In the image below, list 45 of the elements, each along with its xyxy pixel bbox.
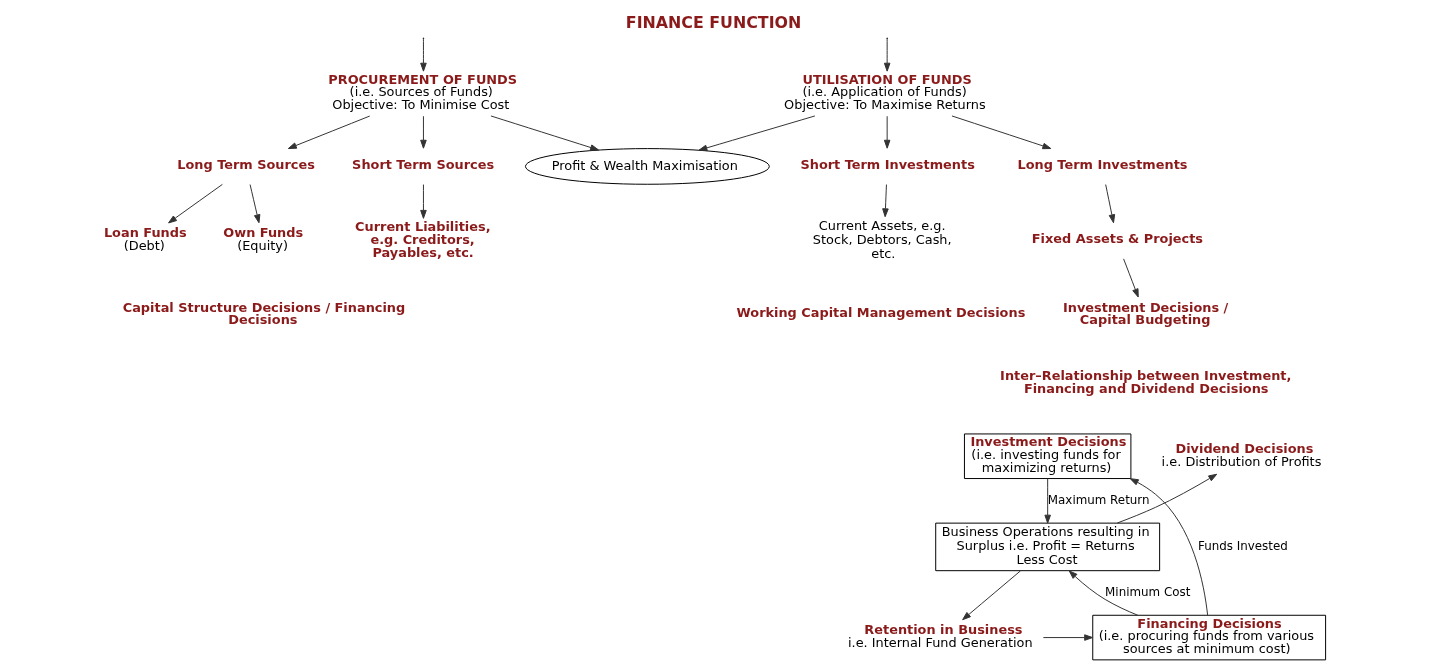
arrow [1043,478,1051,524]
node-box: Financing Decisions (i.e. procuring funds from various sources at minimum cost) [1091,614,1326,661]
node-text: Current Assets, e.g. Stock, Debtors, Cash, etc. [812,218,952,261]
arrow [1129,478,1208,616]
node-text: Dividend Decisions i.e. Distribution of Profits [1161,440,1321,469]
node-text: Fixed Assets & Projects [1031,231,1203,247]
node-text: Short Term Investments [799,156,975,172]
node-text: UTILISATION OF FUNDS (i.e. Application of Funds) Objective: To Maximise Returns [783,71,986,113]
arrow [1042,634,1093,641]
edge-label: Minimum Cost [1104,585,1190,600]
node-text: Loan Funds (Debt) [103,225,187,254]
node-box: Business Operations resulting in Surplus i.e. Profit = Returns Less Cost [934,522,1160,572]
arrow [1116,473,1217,524]
arrow [950,115,1051,150]
arrow [489,115,599,151]
arrow [881,184,889,218]
edge-label: Maximum Return [1047,492,1150,507]
arrow [167,183,223,224]
node-text: Long Term Investments [1016,156,1187,172]
label: Inter–Relationship between Investment, Financing and Dividend Decisions [999,367,1291,396]
node-text: Retention in Business i.e. Internal Fund Generation [847,622,1033,650]
label: Capital Structure Decisions / Financing Decisions [122,299,405,328]
node-text: Long Term Sources [176,156,315,172]
node-text: Investment Decisions / Capital Budgeting [1062,299,1228,328]
node-text: PROCUREMENT OF FUNDS (i.e. Sources of Funds) Objective: To Minimise Cost [327,71,517,113]
node-text: Short Term Sources [351,156,494,172]
node-box: Investment Decisions (i.e. investing funds for maximizing returns) [963,433,1131,480]
arrow [883,115,890,149]
node-text: Own Funds (Equity) [222,225,303,254]
arrow [697,115,815,152]
arrow [419,115,427,149]
arrow [419,38,427,72]
arrow [1104,184,1115,224]
node-ellipse: Profit & Wealth Maximisation [524,148,770,185]
node-text: Current Liabilities, e.g. Creditors, Payables, etc. [354,218,491,260]
edge-label: Funds Invested [1197,538,1288,553]
label: Working Capital Management Decisions [736,305,1025,321]
arrow [883,38,890,72]
arrow [419,184,427,219]
arrow [249,184,260,224]
arrow [1068,570,1138,616]
arrow [1122,258,1139,298]
arrow [287,115,370,150]
arrow [961,570,1021,621]
diagram-title: FINANCE FUNCTION [625,12,801,32]
